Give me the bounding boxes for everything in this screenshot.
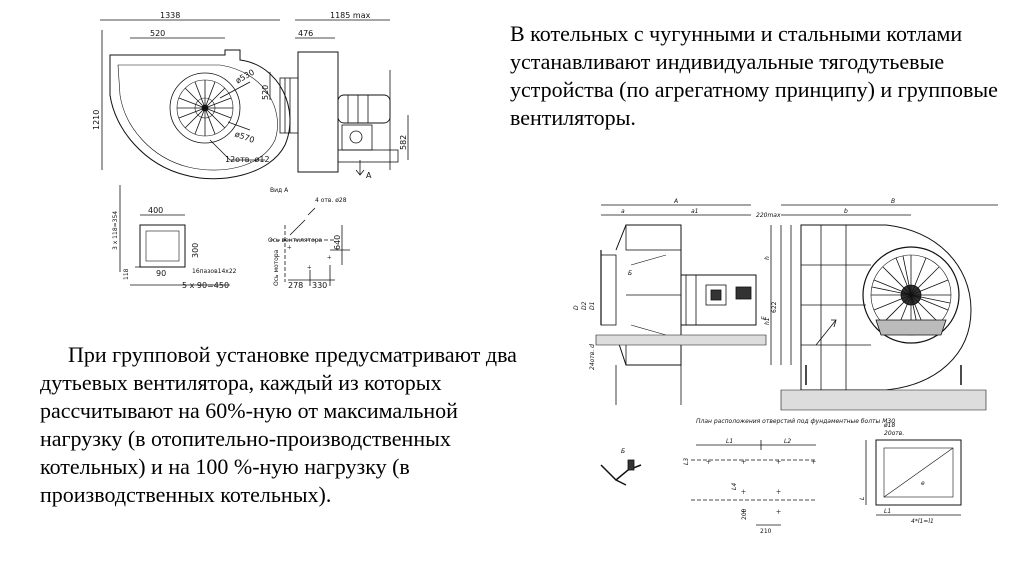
- dim-l-1: L1: [884, 508, 891, 515]
- dim-holes-4: 4 отв. ø28: [315, 197, 347, 204]
- detail-b: [600, 459, 642, 486]
- view-a-arrow: А: [366, 171, 372, 180]
- dim-flange-slots: 16пазов14х22: [192, 268, 237, 275]
- dim-inlet-width: 520: [150, 29, 165, 38]
- side-view: [279, 51, 399, 173]
- dim-278: 278: [288, 281, 303, 290]
- dim-l1: L1: [726, 438, 733, 445]
- detail-b-label: Б: [621, 448, 625, 455]
- dim-a-upper: A: [673, 198, 678, 205]
- dim-flange-bottom-h: 118: [123, 268, 130, 280]
- dim-a-lower: a: [621, 208, 625, 215]
- dim-pitch: 4*l1=l1: [911, 518, 934, 525]
- dim-total-width: 1338: [160, 11, 180, 20]
- svg-text:+: +: [327, 253, 332, 262]
- svg-text:+: +: [741, 487, 746, 497]
- view-a-title: Вид А: [270, 187, 289, 194]
- dim-flange-90: 90: [156, 269, 166, 278]
- dim-holes-20: 20отв.: [884, 430, 904, 437]
- plan-note: План расположения отверстий под фундамен…: [696, 418, 895, 425]
- view-a-layout: + + +: [270, 207, 350, 286]
- dim-flange-pitch: 5 х 90=450: [182, 281, 229, 290]
- volute-casing: [109, 49, 291, 180]
- bolt-layout: + + + + + + + +: [691, 440, 816, 526]
- dim-l-minus: L: [859, 497, 866, 500]
- dim-a1: a1: [691, 208, 699, 215]
- dim-max-length: 1185 max: [330, 11, 371, 20]
- flange-detail: [119, 185, 230, 286]
- front-impeller: [862, 246, 960, 344]
- dim-b-upper: B: [891, 198, 895, 205]
- dim-220max: 220max: [756, 212, 781, 219]
- impeller: [169, 72, 241, 144]
- svg-text:+: +: [776, 507, 781, 517]
- dim-210: 210: [760, 528, 772, 535]
- fan-axis-label: Ось вентилятора: [268, 237, 322, 244]
- dim-holes-24: 24отв. d: [589, 344, 596, 370]
- dim-e: E: [761, 316, 768, 320]
- dim-side-width: 476: [298, 29, 313, 38]
- fan-drawing-left: 1338 520 1185 max 476 1210 ø530 ø570 12о…: [90, 10, 430, 295]
- dim-200: 200: [741, 508, 748, 520]
- svg-text:+: +: [776, 457, 781, 467]
- bottom-paragraph-text: При групповой установке предусматривают …: [40, 342, 517, 507]
- svg-text:+: +: [307, 263, 312, 272]
- dim-flange-left: 3 х 118=354: [112, 211, 119, 250]
- svg-text:+: +: [811, 457, 816, 467]
- dim-d1: D1: [589, 302, 596, 310]
- motor-axis-label: Ось мотора: [273, 249, 280, 286]
- dim-flange-height: 300: [191, 243, 200, 258]
- dim-b-lower: b: [844, 208, 848, 215]
- dim-dia-530: ø530: [234, 68, 256, 86]
- dim-h: h: [764, 256, 771, 260]
- dim-l3: L3: [683, 458, 690, 465]
- dim-side-height: 520: [261, 85, 270, 100]
- bottom-paragraph: При групповой установке предусматривают …: [40, 341, 530, 509]
- fan-drawing-right: A a a1 220max B b D D2 D1 24отв. d Б E 6…: [566, 195, 1012, 540]
- dim-dia-570: ø570: [234, 130, 256, 145]
- dim-height: 1210: [92, 110, 101, 130]
- dim-640: 640: [333, 235, 342, 250]
- top-paragraph: В котельных с чугунными и стальными котл…: [510, 21, 998, 130]
- dim-b-view: Б: [628, 270, 632, 277]
- dim-e-small: e: [921, 480, 925, 487]
- svg-text:+: +: [741, 507, 746, 517]
- side-elevation: [595, 224, 767, 405]
- front-elevation: [780, 224, 987, 411]
- flange-plan: [865, 439, 962, 516]
- dim-l2: L2: [784, 438, 791, 445]
- dim-holes-12: 12отв. ø12: [225, 155, 270, 164]
- dim-h1: h1: [764, 317, 771, 325]
- svg-text:+: +: [706, 457, 711, 467]
- svg-text:+: +: [287, 243, 292, 252]
- dim-flange-width: 400: [148, 206, 163, 215]
- mark-622: 622: [771, 301, 778, 313]
- dim-dia-18: ø18: [883, 422, 895, 429]
- dim-d2: D2: [581, 301, 588, 310]
- svg-text:+: +: [776, 487, 781, 497]
- dim-d: D: [573, 305, 580, 310]
- dim-base-height: 582: [399, 135, 408, 150]
- dim-330: 330: [312, 281, 327, 290]
- svg-text:+: +: [741, 457, 746, 467]
- dim-l4: L4: [731, 483, 738, 490]
